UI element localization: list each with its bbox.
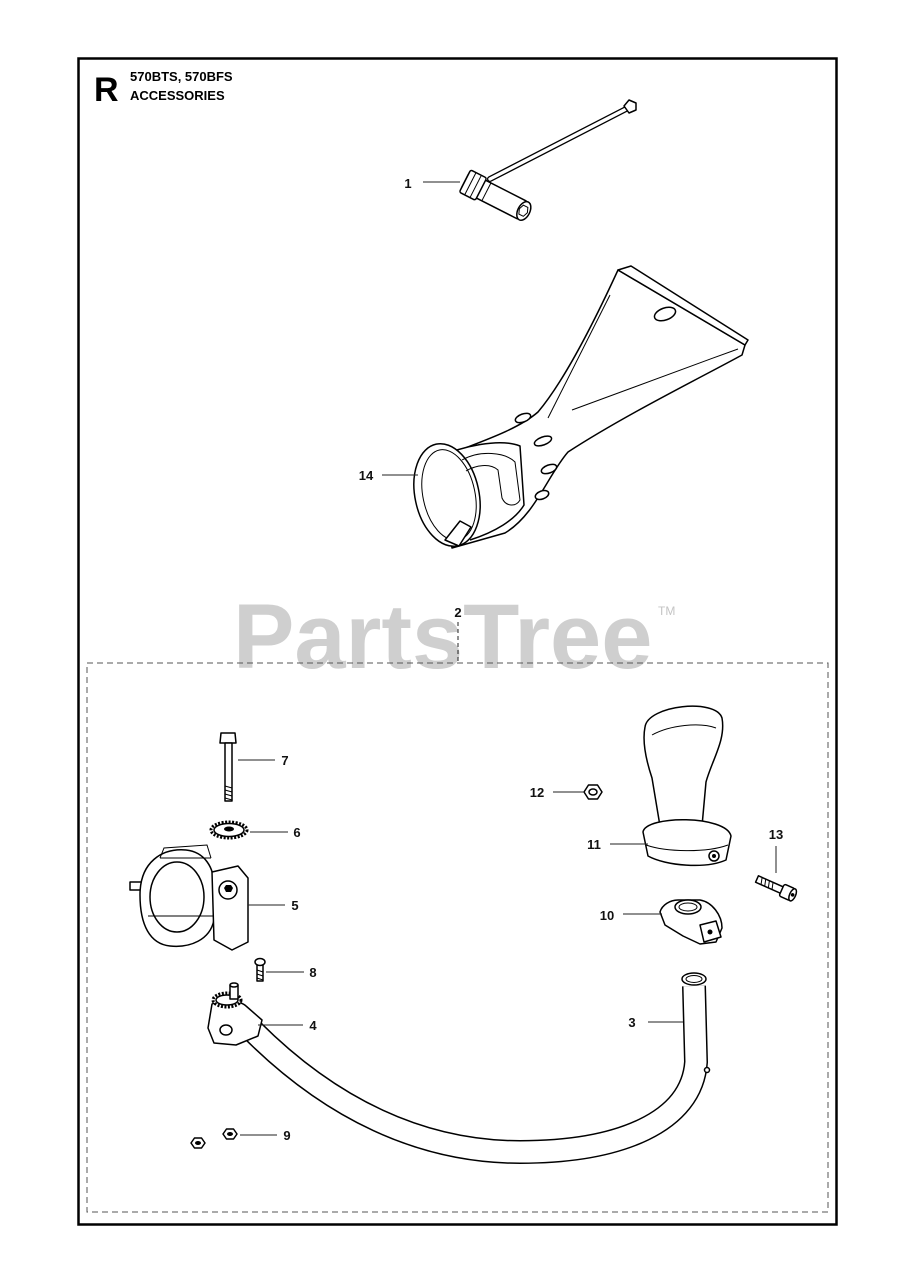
part-10-handle-clamp xyxy=(659,899,723,945)
callout-2: 2 xyxy=(454,605,461,620)
part-8-screw xyxy=(254,957,266,982)
part-7-bolt xyxy=(219,732,237,802)
callout-8: 8 xyxy=(309,965,316,980)
part-1-t-wrench xyxy=(459,99,637,222)
diagram-header: R 570BTS, 570BFS ACCESSORIES xyxy=(94,69,233,109)
callout-1: 1 xyxy=(404,176,411,191)
part-3-handle-tube xyxy=(243,972,711,1165)
part-4-bracket xyxy=(207,982,263,1046)
callout-10: 10 xyxy=(600,908,614,923)
kit-2-boundary xyxy=(86,662,829,1213)
part-11-handle-grip xyxy=(642,705,732,867)
diagram-title: ACCESSORIES xyxy=(130,88,225,103)
callout-4: 4 xyxy=(309,1018,317,1033)
callout-13: 13 xyxy=(769,827,783,842)
part-12-nut xyxy=(583,784,603,800)
callout-11: 11 xyxy=(587,837,601,852)
model-numbers: 570BTS, 570BFS xyxy=(130,69,233,84)
part-13-screw xyxy=(754,875,798,902)
diagram-frame xyxy=(77,57,838,1226)
callout-3: 3 xyxy=(628,1015,635,1030)
part-6-serrated-washer xyxy=(209,820,249,840)
callout-14: 14 xyxy=(359,468,374,483)
part-9-nut xyxy=(190,1128,238,1149)
part-14-blower-nozzle xyxy=(413,265,749,549)
part-5-tube-clamp xyxy=(129,844,249,951)
watermark-trademark: TM xyxy=(658,604,675,618)
callout-5: 5 xyxy=(291,898,298,913)
callout-9: 9 xyxy=(283,1128,290,1143)
callout-12: 12 xyxy=(530,785,544,800)
section-letter: R xyxy=(94,71,119,109)
watermark-text: PartsTree xyxy=(233,586,652,688)
watermark: PartsTree TM xyxy=(233,586,675,688)
callout-7: 7 xyxy=(281,753,288,768)
callout-6: 6 xyxy=(293,825,300,840)
